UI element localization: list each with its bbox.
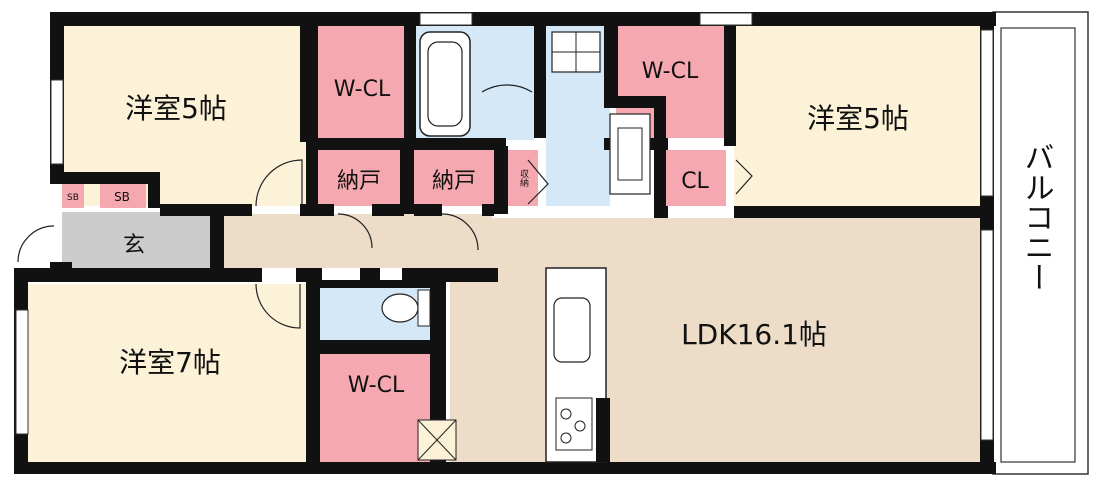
wcl-bottom-label: W-CL — [348, 373, 405, 398]
closet-fill — [666, 150, 726, 206]
kitchen-counter — [545, 267, 610, 463]
western-room-bottom-left-label: 洋室7帖 — [119, 346, 221, 379]
wcl-top-right-label: W-CL — [642, 59, 699, 84]
entrance-label: 玄 — [123, 233, 145, 258]
doors — [17, 84, 753, 329]
wcl-bottom-fill — [320, 352, 432, 462]
storage-2-fill — [414, 150, 494, 206]
toilet — [381, 289, 431, 327]
sb-1-fill — [62, 184, 84, 208]
western-room-bottom-left — [26, 284, 306, 462]
shuno-fill — [508, 150, 538, 206]
western-room-top-left-label: 洋室5帖 — [125, 92, 227, 125]
entrance-area — [62, 212, 214, 268]
closet-label: CL — [681, 169, 709, 194]
ldk-label: LDK16.1帖 — [681, 318, 827, 351]
wcl-top-left-fill — [318, 26, 406, 138]
sb-2-label: SB — [114, 190, 130, 204]
balcony-label: バルコニー — [1019, 142, 1054, 292]
wcl-top-left-label: W-CL — [334, 77, 391, 102]
western-room-top-right-label: 洋室5帖 — [807, 102, 909, 135]
storage-1-label: 納戸 — [337, 169, 381, 194]
sb-2-fill — [100, 184, 146, 208]
balcony — [992, 11, 1089, 475]
bathtub — [419, 31, 471, 137]
storage-1-fill — [318, 150, 400, 206]
hallway — [222, 214, 492, 268]
wash-basin — [551, 31, 651, 195]
ldk-room — [450, 218, 982, 462]
windows — [15, 12, 994, 441]
storage-2-label: 納戸 — [432, 169, 476, 194]
shuno-label: 収納 — [518, 168, 529, 188]
western-room-top-right — [734, 26, 982, 208]
sb-1-label: SB — [67, 193, 79, 203]
pipe-shaft — [417, 419, 457, 461]
